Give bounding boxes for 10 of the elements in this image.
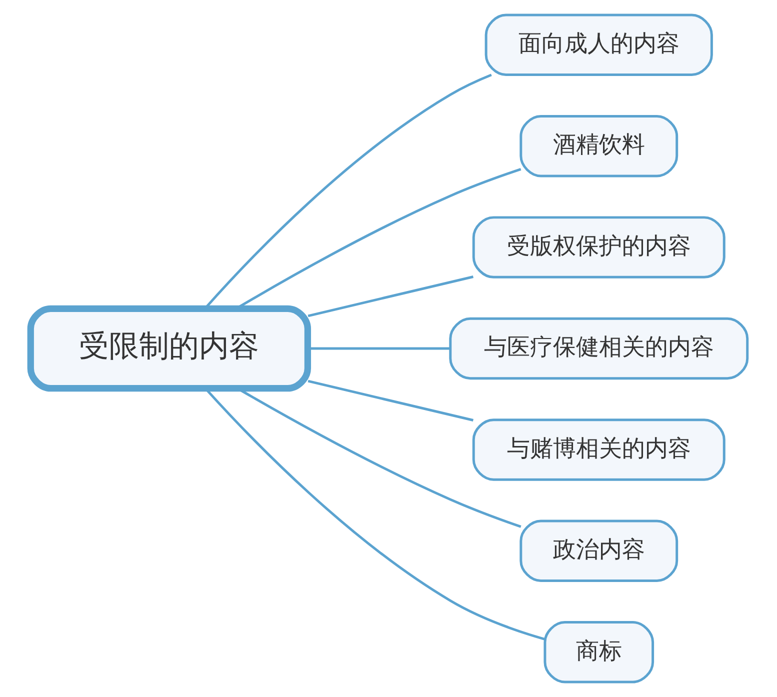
node-box: 面向成人的内容 <box>484 14 712 76</box>
node-box: 酒精饮料 <box>519 114 678 178</box>
connector <box>307 276 473 318</box>
node-box: 与医疗保健相关的内容 <box>448 317 748 380</box>
connector <box>307 380 473 422</box>
node-box: 商标 <box>543 621 654 684</box>
node-box: 受版权保护的内容 <box>472 216 725 278</box>
node-box: 受限制的内容 <box>26 305 311 392</box>
node-box: 政治内容 <box>519 520 678 582</box>
node-box: 与赌博相关的内容 <box>472 418 725 481</box>
